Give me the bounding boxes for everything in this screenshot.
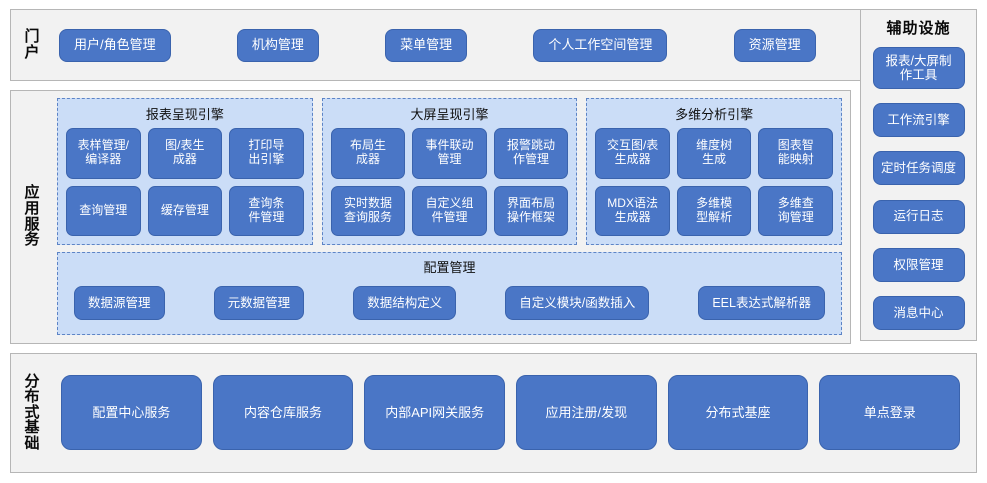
engine-1-item-3[interactable]: 实时数据 查询服务 (330, 185, 406, 236)
distributed-base-label-char: 基 (24, 419, 40, 437)
distributed-base-label-char: 式 (24, 403, 40, 421)
application-services-body: 报表呈现引擎表样管理/ 编译器图/表生 成器打印导 出引擎查询管理缓存管理查询条… (49, 98, 843, 335)
application-services-band-label: 应用服务 (15, 98, 49, 335)
engines-row: 报表呈现引擎表样管理/ 编译器图/表生 成器打印导 出引擎查询管理缓存管理查询条… (57, 98, 843, 245)
distributed-base-band-label: 分布式基础 (15, 360, 49, 465)
portal-panel: 门户 用户/角色管理机构管理菜单管理个人工作空间管理资源管理自助分析 (10, 9, 977, 81)
engine-0-item-3[interactable]: 查询管理 (66, 185, 141, 236)
portal-item-0[interactable]: 用户/角色管理 (59, 28, 171, 62)
application-services-panel: 应用服务 报表呈现引擎表样管理/ 编译器图/表生 成器打印导 出引擎查询管理缓存… (10, 90, 851, 344)
engine-2-item-1[interactable]: 维度树 生成 (676, 128, 752, 179)
aux-item-3[interactable]: 运行日志 (872, 199, 965, 234)
distributed-base-item-2[interactable]: 内部API网关服务 (364, 375, 506, 450)
distributed-base-label-char: 分 (24, 372, 40, 390)
engine-2-item-5[interactable]: 多维查 询管理 (758, 185, 833, 236)
config-management-items: 数据源管理 元数据管理 数据结构定义 自定义模块/函数插入 EEL表达式解析器 (68, 281, 831, 325)
engine-title-1: 大屏呈现引擎 (410, 107, 489, 122)
engine-0-item-1[interactable]: 图/表生 成器 (147, 128, 223, 179)
portal-item-3[interactable]: 个人工作空间管理 (533, 28, 668, 62)
engine-1-item-1[interactable]: 事件联动 管理 (412, 128, 487, 179)
application-services-label-char: 用 (24, 199, 40, 217)
engine-1-item-2[interactable]: 报警跳动 作管理 (493, 128, 569, 179)
distributed-base-item-5[interactable]: 单点登录 (819, 375, 961, 450)
distributed-base-item-0[interactable]: 配置中心服务 (61, 375, 202, 450)
portal-button-group: 用户/角色管理机构管理菜单管理个人工作空间管理资源管理自助分析 (49, 28, 970, 62)
engine-grid-1: 布局生 成器事件联动 管理报警跳动 作管理实时数据 查询服务自定义组 件管理界面… (330, 128, 569, 236)
engine-subpanel-1: 大屏呈现引擎布局生 成器事件联动 管理报警跳动 作管理实时数据 查询服务自定义组… (321, 98, 578, 245)
config-management-title: 配置管理 (423, 260, 476, 275)
portal-label-char: 门 (24, 28, 40, 46)
distributed-base-items: 配置中心服务内容仓库服务内部API网关服务应用注册/发现分布式基座单点登录 (49, 360, 968, 465)
aux-item-2[interactable]: 定时任务调度 (872, 151, 965, 186)
engine-2-item-4[interactable]: 多维模 型解析 (676, 185, 752, 236)
portal-label-char: 户 (24, 44, 40, 61)
application-services-label-char: 务 (24, 231, 40, 249)
engine-subpanel-0: 报表呈现引擎表样管理/ 编译器图/表生 成器打印导 出引擎查询管理缓存管理查询条… (57, 98, 313, 245)
engine-subpanel-2: 多维分析引擎交互图/表 生成器维度树 生成图表智 能映射 MDX语法 生成器多维模… (586, 98, 843, 245)
portal-item-2[interactable]: 菜单管理 (385, 28, 468, 62)
distributed-base-item-3[interactable]: 应用注册/发现 (516, 375, 657, 450)
aux-item-4[interactable]: 权限管理 (872, 247, 965, 282)
engine-0-item-0[interactable]: 表样管理/ 编译器 (66, 128, 141, 179)
engine-1-item-0[interactable]: 布局生 成器 (330, 128, 406, 179)
distributed-base-label-char: 础 (24, 434, 40, 452)
distributed-base-panel: 分布式基础 配置中心服务内容仓库服务内部API网关服务应用注册/发现分布式基座单… (10, 353, 977, 473)
portal-row: 门户 用户/角色管理机构管理菜单管理个人工作空间管理资源管理自助分析 (10, 9, 977, 81)
config-management-subpanel: 配置管理 数据源管理 元数据管理 数据结构定义 自定义模块/函数插入 EEL表达式解析器 (57, 252, 842, 335)
distributed-base-label-char: 布 (24, 388, 40, 406)
engine-2-item-3[interactable]: MDX语法 生成器 (595, 185, 670, 236)
config-item-0[interactable]: 数据源管理 (74, 286, 165, 320)
engine-grid-2: 交互图/表 生成器维度树 生成图表智 能映射 MDX语法 生成器多维模 型解析多维… (595, 128, 833, 236)
application-services-label-char: 服 (24, 215, 40, 233)
engine-1-item-4[interactable]: 自定义组 件管理 (412, 185, 487, 236)
config-item-1[interactable]: 元数据管理 (213, 286, 305, 320)
distributed-base-item-1[interactable]: 内容仓库服务 (212, 375, 354, 450)
auxiliary-facilities-panel: 辅助设施 报表/大屏制 作工具工作流引擎定时任务调度运行日志权限管理消息中心 (860, 9, 977, 341)
engine-0-item-2[interactable]: 打印导 出引擎 (229, 128, 304, 179)
application-services-row: 应用服务 报表呈现引擎表样管理/ 编译器图/表生 成器打印导 出引擎查询管理缓存… (10, 90, 851, 344)
engine-2-item-0[interactable]: 交互图/表 生成器 (595, 128, 670, 179)
engine-grid-0: 表样管理/ 编译器图/表生 成器打印导 出引擎查询管理缓存管理查询条 件管理 (66, 128, 304, 236)
auxiliary-facilities-items: 报表/大屏制 作工具工作流引擎定时任务调度运行日志权限管理消息中心 (861, 47, 976, 332)
engine-0-item-4[interactable]: 缓存管理 (147, 185, 223, 236)
aux-item-0[interactable]: 报表/大屏制 作工具 (872, 47, 965, 89)
engine-2-item-2[interactable]: 图表智 能映射 (758, 128, 833, 179)
engine-title-2: 多维分析引擎 (675, 107, 754, 122)
engine-1-item-5[interactable]: 界面布局 操作框架 (493, 185, 569, 236)
config-item-2[interactable]: 数据结构定义 (353, 286, 457, 320)
distributed-base-item-4[interactable]: 分布式基座 (667, 375, 809, 450)
aux-item-1[interactable]: 工作流引擎 (872, 103, 965, 138)
portal-band-label: 门户 (15, 29, 49, 60)
engine-0-item-5[interactable]: 查询条 件管理 (229, 185, 304, 236)
portal-item-4[interactable]: 资源管理 (733, 28, 816, 62)
distributed-base-row: 分布式基础 配置中心服务内容仓库服务内部API网关服务应用注册/发现分布式基座单… (10, 353, 977, 473)
portal-item-1[interactable]: 机构管理 (236, 28, 319, 62)
config-item-3[interactable]: 自定义模块/函数插入 (505, 286, 650, 320)
aux-item-5[interactable]: 消息中心 (872, 295, 965, 330)
config-item-4[interactable]: EEL表达式解析器 (698, 286, 825, 320)
engine-title-0: 报表呈现引擎 (145, 107, 224, 122)
application-services-label-char: 应 (24, 184, 40, 202)
auxiliary-facilities-title: 辅助设施 (886, 20, 951, 37)
